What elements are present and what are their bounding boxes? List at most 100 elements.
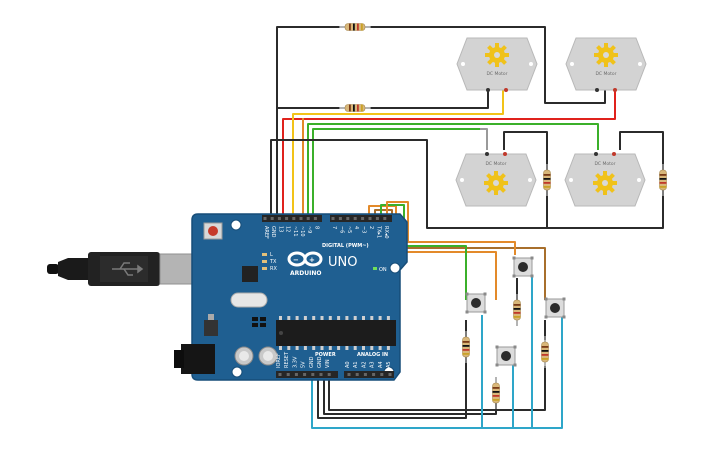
digital-pin-label: ~3 bbox=[361, 226, 367, 233]
digital-pin-label: ~6 bbox=[338, 226, 344, 233]
resistors bbox=[339, 23, 667, 409]
wire-black-top[interactable] bbox=[276, 26, 606, 218]
resistor-button-3[interactable] bbox=[513, 294, 521, 326]
analog-pin-socket[interactable] bbox=[363, 373, 367, 376]
wire-cyan-bottom-4[interactable] bbox=[513, 275, 533, 429]
digital-pin-label: RX◂0 bbox=[383, 226, 389, 239]
digital-pin-socket[interactable] bbox=[383, 217, 387, 220]
wire-green-2[interactable] bbox=[312, 128, 480, 218]
led-tx-label: TX bbox=[269, 259, 277, 265]
dc-motor-4[interactable]: DC Motor bbox=[564, 152, 646, 207]
atmega-chip bbox=[276, 316, 396, 350]
wire-red[interactable] bbox=[282, 90, 616, 218]
push-button-3[interactable] bbox=[512, 256, 534, 278]
analog-pin-label: A5 bbox=[386, 361, 392, 368]
wire-gray[interactable] bbox=[480, 128, 488, 150]
resistor-motor-3[interactable] bbox=[543, 164, 551, 196]
push-button-2[interactable] bbox=[495, 345, 517, 367]
analog-pin-socket[interactable] bbox=[388, 373, 392, 376]
power-pin-label: IOREF bbox=[276, 353, 282, 368]
resistor-button-1[interactable] bbox=[462, 331, 470, 363]
digital-header-left[interactable] bbox=[262, 215, 322, 222]
digital-pin-socket[interactable] bbox=[361, 217, 365, 220]
digital-pin-socket[interactable] bbox=[313, 217, 317, 220]
power-pin-socket[interactable] bbox=[286, 373, 290, 376]
reset-button[interactable] bbox=[203, 222, 223, 240]
digital-pin-socket[interactable] bbox=[292, 217, 296, 220]
power-pin-socket[interactable] bbox=[294, 373, 298, 376]
wire-black-bottom-3[interactable] bbox=[328, 366, 546, 411]
power-pin-socket[interactable] bbox=[319, 373, 323, 376]
gear-icon bbox=[485, 43, 509, 67]
digital-pin-socket[interactable] bbox=[306, 217, 310, 220]
analog-label: ANALOG IN bbox=[357, 352, 388, 358]
wire-yellow[interactable] bbox=[292, 90, 504, 218]
analog-pin-socket[interactable] bbox=[372, 373, 376, 376]
on-led-label: ON bbox=[379, 267, 387, 273]
power-pin-label: 5V bbox=[301, 361, 307, 368]
power-jack[interactable] bbox=[181, 344, 215, 374]
digital-pin-socket[interactable] bbox=[299, 217, 303, 220]
dc-motor-2[interactable]: DC Motor bbox=[565, 37, 647, 92]
wire-black-second[interactable] bbox=[277, 90, 489, 109]
digital-pin-socket[interactable] bbox=[270, 217, 274, 220]
analog-header[interactable] bbox=[344, 371, 394, 378]
digital-header-right[interactable] bbox=[330, 215, 392, 222]
digital-pin-socket[interactable] bbox=[331, 217, 335, 220]
digital-pin-socket[interactable] bbox=[263, 217, 267, 220]
wire-black-bottom-1[interactable] bbox=[317, 355, 467, 419]
analog-pin-socket[interactable] bbox=[347, 373, 351, 376]
power-pin-socket[interactable] bbox=[327, 373, 331, 376]
motor-label: DC Motor bbox=[485, 161, 506, 167]
power-pin-label: RESET bbox=[284, 351, 290, 368]
wire-black-bottom-2[interactable] bbox=[323, 378, 497, 415]
push-button-4[interactable] bbox=[544, 297, 566, 319]
resistor-top-2[interactable] bbox=[339, 104, 371, 112]
digital-pin-label: 2 bbox=[368, 226, 374, 229]
dc-motor-1[interactable]: DC Motor bbox=[456, 37, 538, 92]
resistor-button-2[interactable] bbox=[492, 377, 500, 409]
analog-pin-label: A1 bbox=[353, 361, 359, 368]
digital-pin-socket[interactable] bbox=[353, 217, 357, 220]
power-header[interactable] bbox=[276, 371, 338, 378]
digital-pin-socket[interactable] bbox=[285, 217, 289, 220]
digital-pin-socket[interactable] bbox=[346, 217, 350, 220]
analog-pin-socket[interactable] bbox=[355, 373, 359, 376]
digital-pin-label: ~5 bbox=[346, 226, 352, 233]
digital-pin-label: 8 bbox=[313, 226, 319, 229]
resistor-top-1[interactable] bbox=[339, 23, 371, 31]
wire-cyan-bottom-3[interactable] bbox=[312, 315, 563, 429]
digital-pin-socket[interactable] bbox=[277, 217, 281, 220]
analog-pin-label: A2 bbox=[361, 361, 367, 368]
wire-green-1[interactable] bbox=[307, 123, 599, 218]
power-pin-socket[interactable] bbox=[278, 373, 282, 376]
power-pin-socket[interactable] bbox=[303, 373, 307, 376]
motor-label: DC Motor bbox=[486, 71, 507, 77]
resistor-motor-4[interactable] bbox=[659, 164, 667, 196]
wire-black-lower-motors[interactable] bbox=[270, 131, 664, 229]
wire-orange-d0[interactable] bbox=[386, 201, 516, 255]
power-pin-socket[interactable] bbox=[311, 373, 315, 376]
analog-pin-label: A3 bbox=[370, 361, 376, 368]
digital-pin-label: 12 bbox=[285, 226, 291, 232]
push-button-1[interactable] bbox=[465, 292, 487, 314]
digital-pin-socket[interactable] bbox=[375, 217, 379, 220]
resistor-button-4[interactable] bbox=[541, 336, 549, 368]
digital-pin-label: TX▸1 bbox=[375, 225, 381, 238]
digital-pin-socket[interactable] bbox=[338, 217, 342, 220]
power-pin-label: 3.3V bbox=[292, 356, 298, 368]
digital-pin-label: ~9 bbox=[306, 226, 312, 233]
crystal-oscillator bbox=[230, 292, 268, 308]
dc-motor-3[interactable]: DC Motor bbox=[455, 152, 537, 207]
analog-pin-socket[interactable] bbox=[380, 373, 384, 376]
usb-cable[interactable] bbox=[47, 252, 197, 286]
usb-chip bbox=[242, 266, 258, 282]
digital-pin-label: GND bbox=[270, 226, 276, 238]
digital-pin-label: 13 bbox=[277, 226, 283, 232]
logo-plus: + bbox=[309, 256, 315, 264]
digital-pin-socket[interactable] bbox=[368, 217, 372, 220]
on-led bbox=[373, 267, 377, 270]
